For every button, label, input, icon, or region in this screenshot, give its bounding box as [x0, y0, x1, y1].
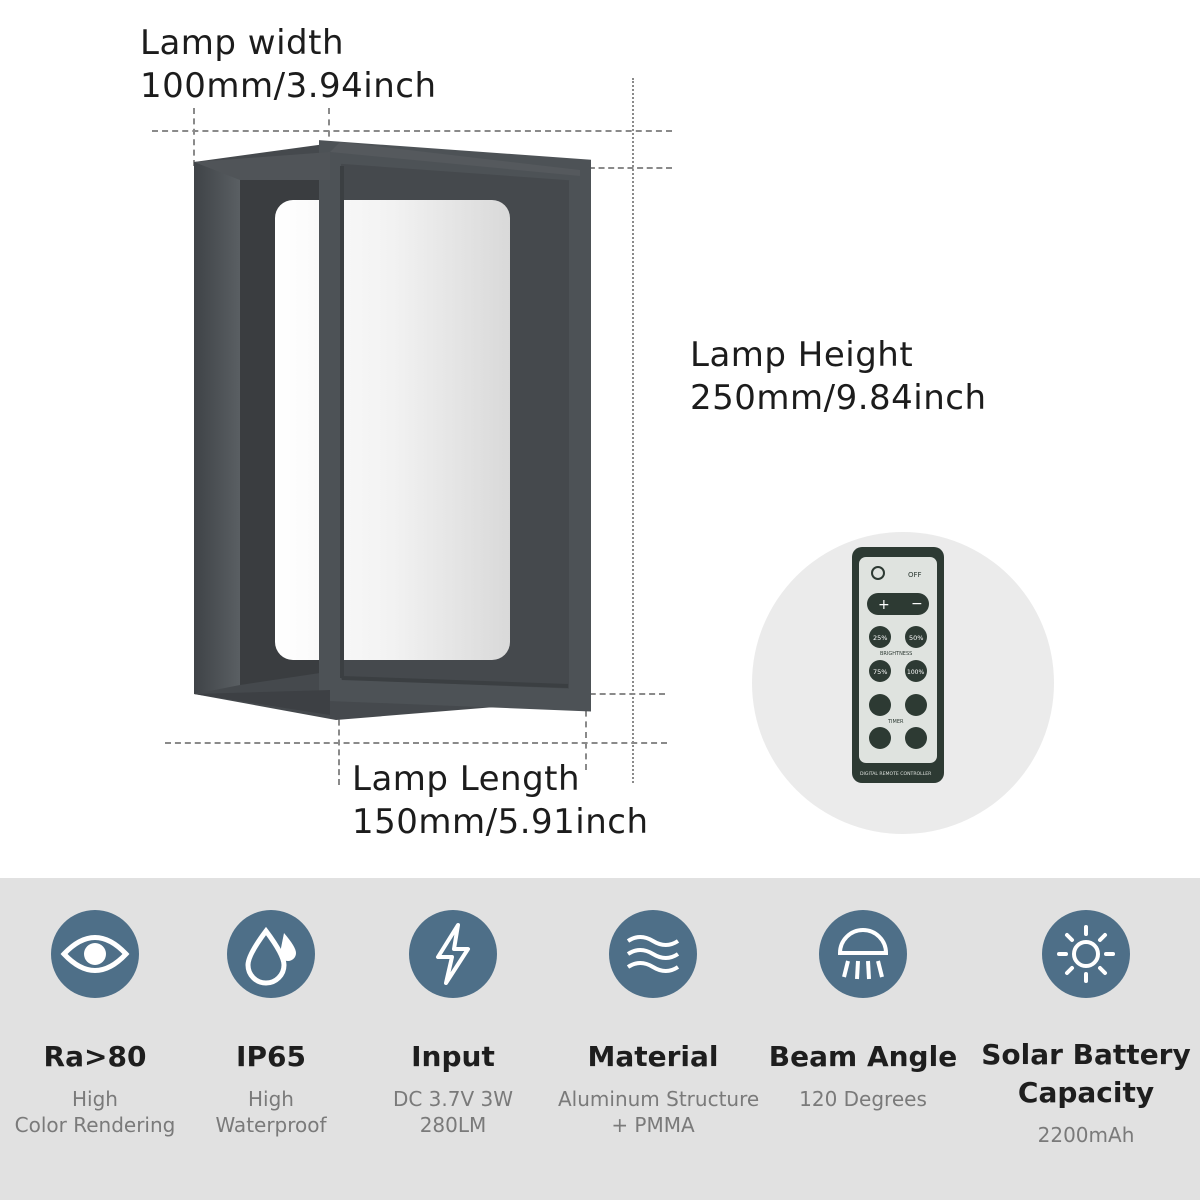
height-guide-bottom: [570, 693, 665, 695]
width-guide-left: [193, 108, 195, 166]
lamp-height-title: Lamp Height: [690, 335, 914, 375]
beam-lamp-icon: [819, 910, 907, 998]
svg-text:−: −: [911, 596, 923, 612]
feature-ip65: IP65 High Waterproof: [176, 910, 366, 1138]
waves-icon: [609, 910, 697, 998]
water-drop-icon: [227, 910, 315, 998]
feature-desc-line: 120 Degrees: [799, 1087, 927, 1111]
feature-title: Material: [587, 1040, 719, 1073]
feature-desc-line: 280LM: [419, 1113, 487, 1137]
lamp-height-value: 250mm/9.84inch: [690, 378, 987, 418]
width-guide-right: [328, 108, 330, 148]
remote-brightness-label: BRIGHTNESS: [880, 651, 912, 657]
feature-ra80: Ra>80 High Color Rendering: [0, 910, 190, 1138]
remote-footer-label: DIGITAL REMOTE CONTROLLER: [860, 771, 932, 777]
feature-desc-line: High: [72, 1087, 118, 1111]
feature-desc-line: Color Rendering: [14, 1113, 176, 1137]
feature-desc-line: DC 3.7V 3W: [392, 1087, 514, 1111]
svg-text:+: +: [878, 597, 890, 613]
lamp-width-label: Lamp width 100mm/3.94inch: [140, 22, 437, 108]
feature-title: Solar Battery: [981, 1038, 1191, 1071]
lamp-length-title: Lamp Length: [352, 759, 581, 799]
feature-beam-angle: Beam Angle 120 Degrees: [768, 910, 958, 1112]
height-guide-line: [632, 78, 634, 783]
feature-desc-line: 2200mAh: [1037, 1123, 1135, 1147]
remote-off-label: OFF: [908, 571, 922, 579]
sun-icon: [1042, 910, 1130, 998]
feature-desc-line: + PMMA: [611, 1113, 695, 1137]
remote-control: OFF + − 25% 50% BRIGHTNESS 75% 100% TIME…: [852, 547, 944, 783]
remote-50-label: 50%: [909, 634, 923, 642]
feature-desc-line: Aluminum Structure: [558, 1087, 760, 1111]
length-guide-left: [338, 690, 340, 785]
lamp-width-value: 100mm/3.94inch: [140, 66, 437, 106]
feature-title: Capacity: [1017, 1076, 1155, 1109]
feature-title: Input: [411, 1040, 495, 1073]
length-guide-right: [585, 700, 587, 770]
feature-input: Input DC 3.7V 3W 280LM: [358, 910, 548, 1138]
remote-100-label: 100%: [907, 669, 924, 676]
feature-material: Material Aluminum Structure + PMMA: [558, 910, 760, 1138]
lamp-width-title: Lamp width: [140, 23, 345, 63]
length-guide-bottom: [165, 742, 667, 744]
eye-icon: [51, 910, 139, 998]
lamp-illustration: [194, 140, 591, 720]
feature-solar-battery: Solar Battery Capacity 2200mAh: [976, 910, 1196, 1148]
feature-title: Ra>80: [43, 1040, 147, 1073]
feature-desc-line: Waterproof: [215, 1113, 327, 1137]
height-guide-top: [560, 167, 672, 169]
feature-desc-line: High: [248, 1087, 294, 1111]
lightning-bolt-icon: [409, 910, 497, 998]
lamp-height-label: Lamp Height 250mm/9.84inch: [690, 334, 987, 420]
remote-timer-label: TIMER: [887, 719, 904, 725]
features-band: [0, 878, 1200, 1200]
remote-25-label: 25%: [873, 634, 887, 642]
lamp-length-value: 150mm/5.91inch: [352, 802, 649, 842]
feature-title: IP65: [236, 1040, 306, 1073]
feature-title: Beam Angle: [768, 1040, 958, 1073]
remote-75-label: 75%: [873, 668, 887, 676]
lamp-length-label: Lamp Length 150mm/5.91inch: [352, 758, 649, 844]
width-guide-top: [152, 130, 672, 132]
